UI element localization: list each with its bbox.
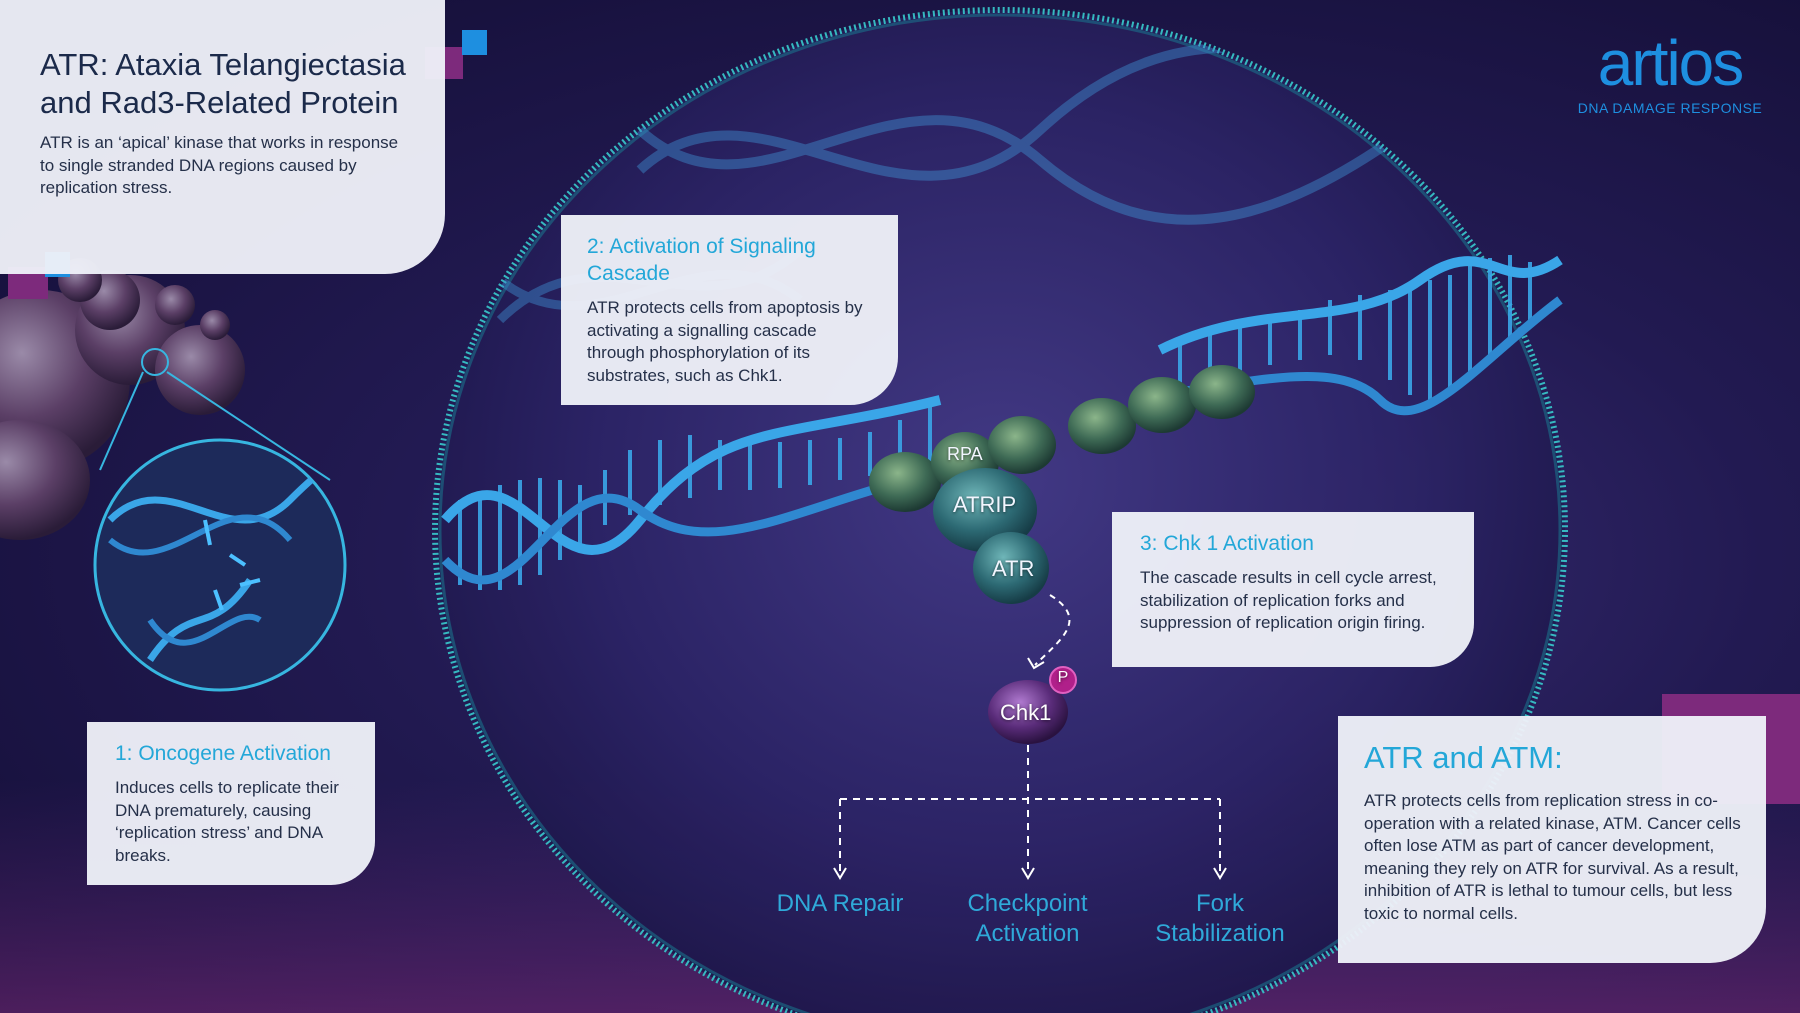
outcome-fork-stabilization: Fork Stabilization — [1155, 890, 1285, 947]
atr-atm-body: ATR protects cells from replication stre… — [1364, 791, 1741, 923]
atr-to-chk1-arrow — [1034, 594, 1071, 666]
atrip-protein — [933, 468, 1037, 552]
artios-logo: artios DNA DAMAGE RESPONSE — [1570, 28, 1770, 116]
main-dna-strand — [441, 255, 1563, 590]
decor-square — [462, 30, 487, 55]
chk1-protein — [988, 680, 1068, 744]
outcome-branches — [839, 745, 1221, 875]
phosphate-badge — [1049, 666, 1077, 694]
step3-body: The cascade results in cell cycle arrest… — [1140, 568, 1437, 632]
step3-heading: 3: Chk 1 Activation — [1140, 532, 1314, 555]
step2-heading: 2: Activation of Signaling Cascade — [587, 235, 816, 285]
step1-card: 1: Oncogene Activation Induces cells to … — [87, 722, 375, 885]
outcome-checkpoint-activation: Checkpoint Activation — [967, 890, 1088, 947]
page-title: ATR: Ataxia Telangiectasia and Rad3-Rela… — [40, 47, 406, 120]
atr-protein — [973, 532, 1049, 604]
atr-atm-heading: ATR and ATM: — [1364, 740, 1563, 775]
step1-heading: 1: Oncogene Activation — [115, 742, 331, 765]
logo-tagline: DNA DAMAGE RESPONSE — [1577, 100, 1763, 116]
atr-atm-card: ATR and ATM: ATR protects cells from rep… — [1338, 716, 1766, 963]
step2-card: 2: Activation of Signaling Cascade ATR p… — [561, 215, 898, 405]
phosphate-label: P — [1057, 669, 1069, 686]
step3-card: 3: Chk 1 Activation The cascade results … — [1112, 512, 1474, 667]
chk1-label: Chk1 — [1000, 700, 1052, 725]
outcome-dna-repair: DNA Repair — [776, 890, 904, 917]
logo-wordmark: artios — [1597, 27, 1745, 99]
dna-break-zoom — [93, 438, 347, 692]
step2-body: ATR protects cells from apoptosis by act… — [587, 298, 863, 385]
atr-label: ATR — [992, 556, 1035, 581]
rpa-label: RPA — [947, 444, 983, 464]
intro-body: ATR is an ‘apical’ kinase that works in … — [40, 133, 399, 197]
atrip-label: ATRIP — [953, 492, 1017, 517]
step1-body: Induces cells to replicate their DNA pre… — [115, 778, 339, 865]
intro-card: ATR: Ataxia Telangiectasia and Rad3-Rela… — [0, 0, 445, 274]
